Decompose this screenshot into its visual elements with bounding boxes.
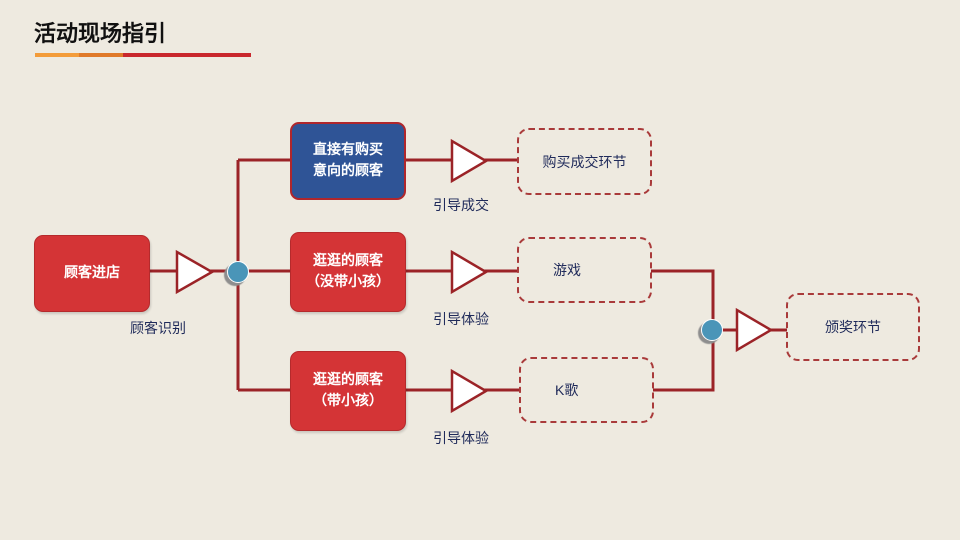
node-text: 颁奖环节 xyxy=(825,319,881,335)
guide-deal-label: 引导成交 xyxy=(433,197,489,213)
browse-no-kid-node: 逛逛的顾客 （没带小孩） xyxy=(290,232,406,312)
junction-node xyxy=(227,261,249,283)
browse-kid-node: 逛逛的顾客 （带小孩） xyxy=(290,351,406,431)
purchase-step-node: 购买成交环节 xyxy=(517,128,652,195)
node-text-line: 直接有购买 xyxy=(313,142,383,158)
identify-label: 顾客识别 xyxy=(130,320,186,336)
customer-enter-node: 顾客进店 xyxy=(34,235,150,312)
page-title: 活动现场指引 xyxy=(34,22,167,47)
game-step-node: 游戏 xyxy=(517,237,652,303)
node-text: K歌 xyxy=(555,382,579,398)
node-text: 购买成交环节 xyxy=(542,153,627,170)
arrow-triangle-icon xyxy=(450,138,489,184)
arrow-triangle-icon xyxy=(450,368,489,414)
award-step-node: 颁奖环节 xyxy=(786,293,920,361)
node-text-line: 意向的顾客 xyxy=(313,163,383,179)
arrow-triangle-icon xyxy=(175,249,215,295)
node-text-line: 逛逛的顾客 xyxy=(313,372,383,388)
title-underline-segment xyxy=(79,53,123,57)
guide-experience-label: 引导体验 xyxy=(433,430,489,446)
arrow-triangle-icon xyxy=(450,249,489,295)
node-text: 游戏 xyxy=(553,262,581,278)
node-text-line: （没带小孩） xyxy=(306,274,390,290)
arrow-triangle-icon xyxy=(735,307,774,353)
karaoke-step-node: K歌 xyxy=(519,357,654,423)
node-text-line: 逛逛的顾客 xyxy=(313,253,383,269)
node-text: 顾客进店 xyxy=(64,265,120,281)
title-underline-segment xyxy=(123,53,251,57)
title-underline-segment xyxy=(35,53,79,57)
node-text-line: （带小孩） xyxy=(313,393,383,409)
junction-node xyxy=(701,319,723,341)
direct-buyer-node: 直接有购买 意向的顾客 xyxy=(290,122,406,200)
guide-experience-label: 引导体验 xyxy=(433,311,489,327)
